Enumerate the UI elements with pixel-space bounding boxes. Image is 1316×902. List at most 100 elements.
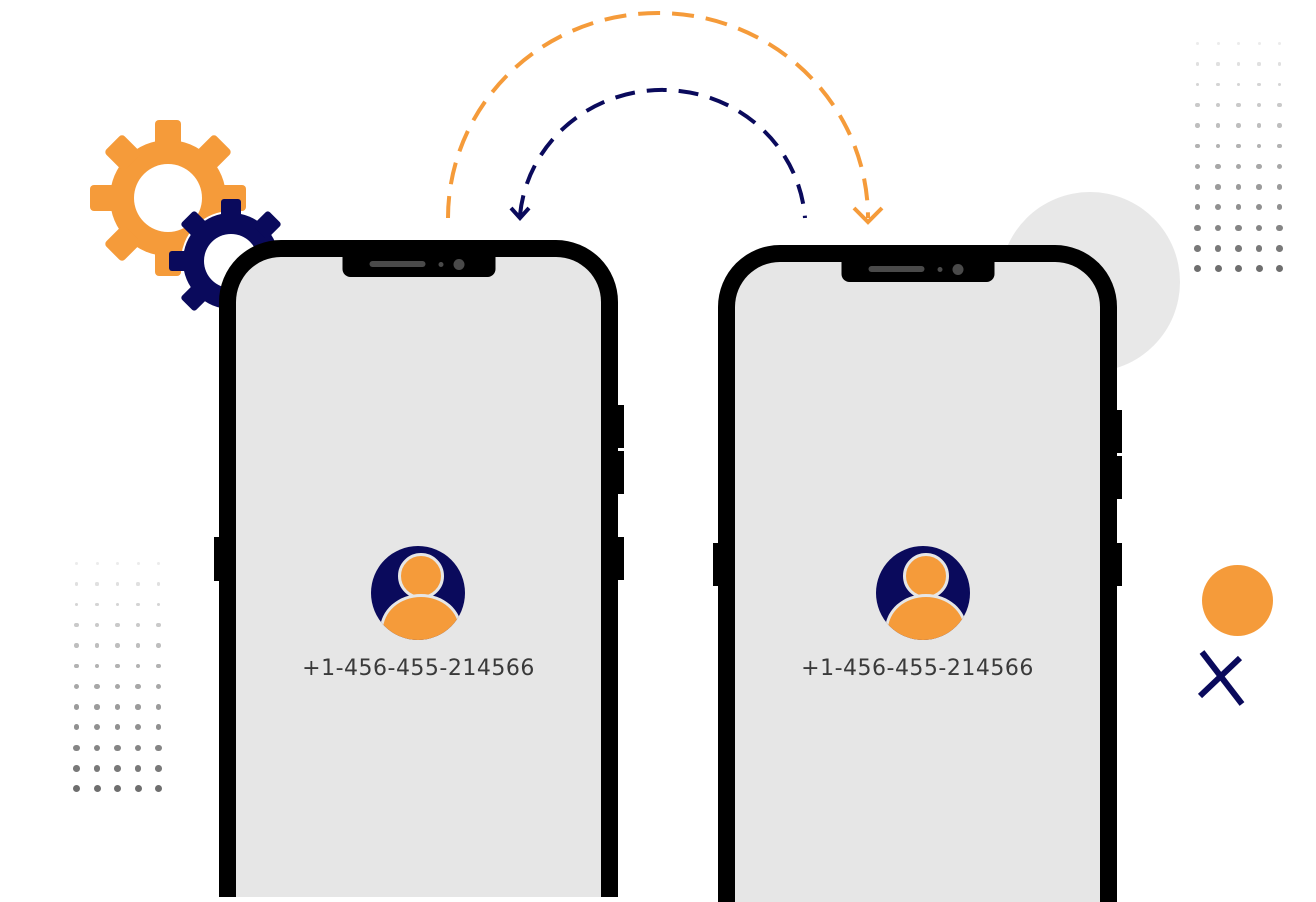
phone-volume-up-button <box>1115 410 1122 453</box>
phone-volume-down-button <box>617 451 624 494</box>
grid-dot <box>135 622 141 627</box>
grid-dot <box>156 663 161 669</box>
phone-notch <box>342 255 495 277</box>
grid-dot <box>1236 143 1241 149</box>
grid-dot <box>1278 42 1281 45</box>
grid-dot <box>1216 42 1220 45</box>
grid-dot <box>136 562 140 565</box>
grid-dot <box>1256 102 1262 107</box>
grid-dot <box>1255 244 1263 252</box>
grid-dot <box>115 643 120 648</box>
grid-dot <box>116 562 119 565</box>
grid-dot <box>156 582 161 586</box>
orange-circle <box>1202 565 1273 636</box>
grid-dot <box>93 764 101 772</box>
grid-dot <box>94 683 100 689</box>
grid-dot <box>135 663 141 669</box>
grid-dot <box>135 683 141 689</box>
grid-dot <box>1194 244 1201 252</box>
grid-dot <box>95 602 99 607</box>
grid-dot <box>1276 204 1283 211</box>
grid-dot <box>1215 143 1221 149</box>
phone-notch <box>841 260 994 282</box>
grid-dot <box>1194 224 1201 231</box>
transfer-arrow-orange <box>446 11 884 225</box>
grid-dot <box>1215 102 1221 107</box>
grid-dot <box>1194 184 1201 190</box>
grid-dot <box>1194 265 1201 273</box>
phone-source: +1-456-455-214566 <box>219 240 618 897</box>
front-camera-icon <box>952 264 963 275</box>
grid-dot <box>1215 123 1221 128</box>
grid-dot <box>73 683 80 689</box>
grid-dot <box>1276 184 1283 190</box>
grid-dot <box>155 744 162 751</box>
proximity-sensor <box>438 262 443 267</box>
grid-dot <box>95 582 99 586</box>
grid-dot <box>1236 62 1241 66</box>
grid-dot <box>73 744 80 751</box>
front-camera-icon <box>453 259 464 270</box>
phone-side-button-left <box>713 543 720 586</box>
grid-dot <box>155 764 162 772</box>
grid-dot <box>114 764 121 772</box>
grid-dot <box>1194 163 1201 169</box>
grid-dot <box>156 602 161 607</box>
grid-dot <box>1257 42 1261 45</box>
grid-dot <box>73 724 80 731</box>
grid-dot <box>1255 224 1263 231</box>
grid-dot <box>115 602 120 607</box>
grid-dot <box>1276 224 1283 231</box>
grid-dot <box>156 622 161 627</box>
grid-dot <box>1235 265 1242 273</box>
grid-dot <box>1276 265 1283 273</box>
dot-grid-bottom-left <box>73 560 162 793</box>
grid-dot <box>93 785 101 793</box>
grid-dot <box>1277 82 1282 87</box>
grid-dot <box>114 724 121 731</box>
grid-dot <box>1276 163 1283 169</box>
grid-dot <box>114 785 121 793</box>
user-avatar-icon <box>371 546 465 640</box>
grid-dot <box>136 582 140 586</box>
grid-dot <box>115 582 120 586</box>
grid-dot <box>1214 265 1222 273</box>
grid-dot <box>114 704 121 710</box>
grid-dot <box>1236 82 1241 87</box>
phone-destination: +1-456-455-214566 <box>718 245 1117 902</box>
grid-dot <box>1256 204 1262 211</box>
grid-dot <box>1277 102 1282 107</box>
proximity-sensor <box>937 267 942 272</box>
grid-dot <box>1195 102 1200 107</box>
grid-dot <box>1235 204 1242 211</box>
speaker-grille <box>369 261 425 267</box>
grid-dot <box>114 744 121 751</box>
grid-dot <box>1214 224 1222 231</box>
grid-dot <box>1236 123 1241 128</box>
grid-dot <box>1195 143 1200 149</box>
grid-dot <box>115 622 120 627</box>
grid-dot <box>1235 244 1242 252</box>
phone-power-button <box>1115 543 1122 586</box>
grid-dot <box>157 562 160 565</box>
speaker-grille <box>868 266 924 272</box>
grid-dot <box>155 724 162 731</box>
grid-dot <box>94 704 100 710</box>
grid-dot <box>134 744 142 751</box>
grid-dot <box>1276 244 1283 252</box>
grid-dot <box>155 785 162 793</box>
grid-dot <box>74 663 79 669</box>
grid-dot <box>136 602 140 607</box>
grid-dot <box>134 764 142 772</box>
grid-dot <box>1257 82 1261 87</box>
grid-dot <box>1216 62 1220 66</box>
grid-dot <box>1277 62 1282 66</box>
phone-side-button-left <box>214 537 221 581</box>
grid-dot <box>1235 224 1242 231</box>
grid-dot <box>1257 62 1261 66</box>
grid-dot <box>1256 143 1262 149</box>
grid-dot <box>1256 123 1262 128</box>
grid-dot <box>135 724 141 731</box>
grid-dot <box>135 643 141 648</box>
grid-dot <box>1196 42 1199 45</box>
